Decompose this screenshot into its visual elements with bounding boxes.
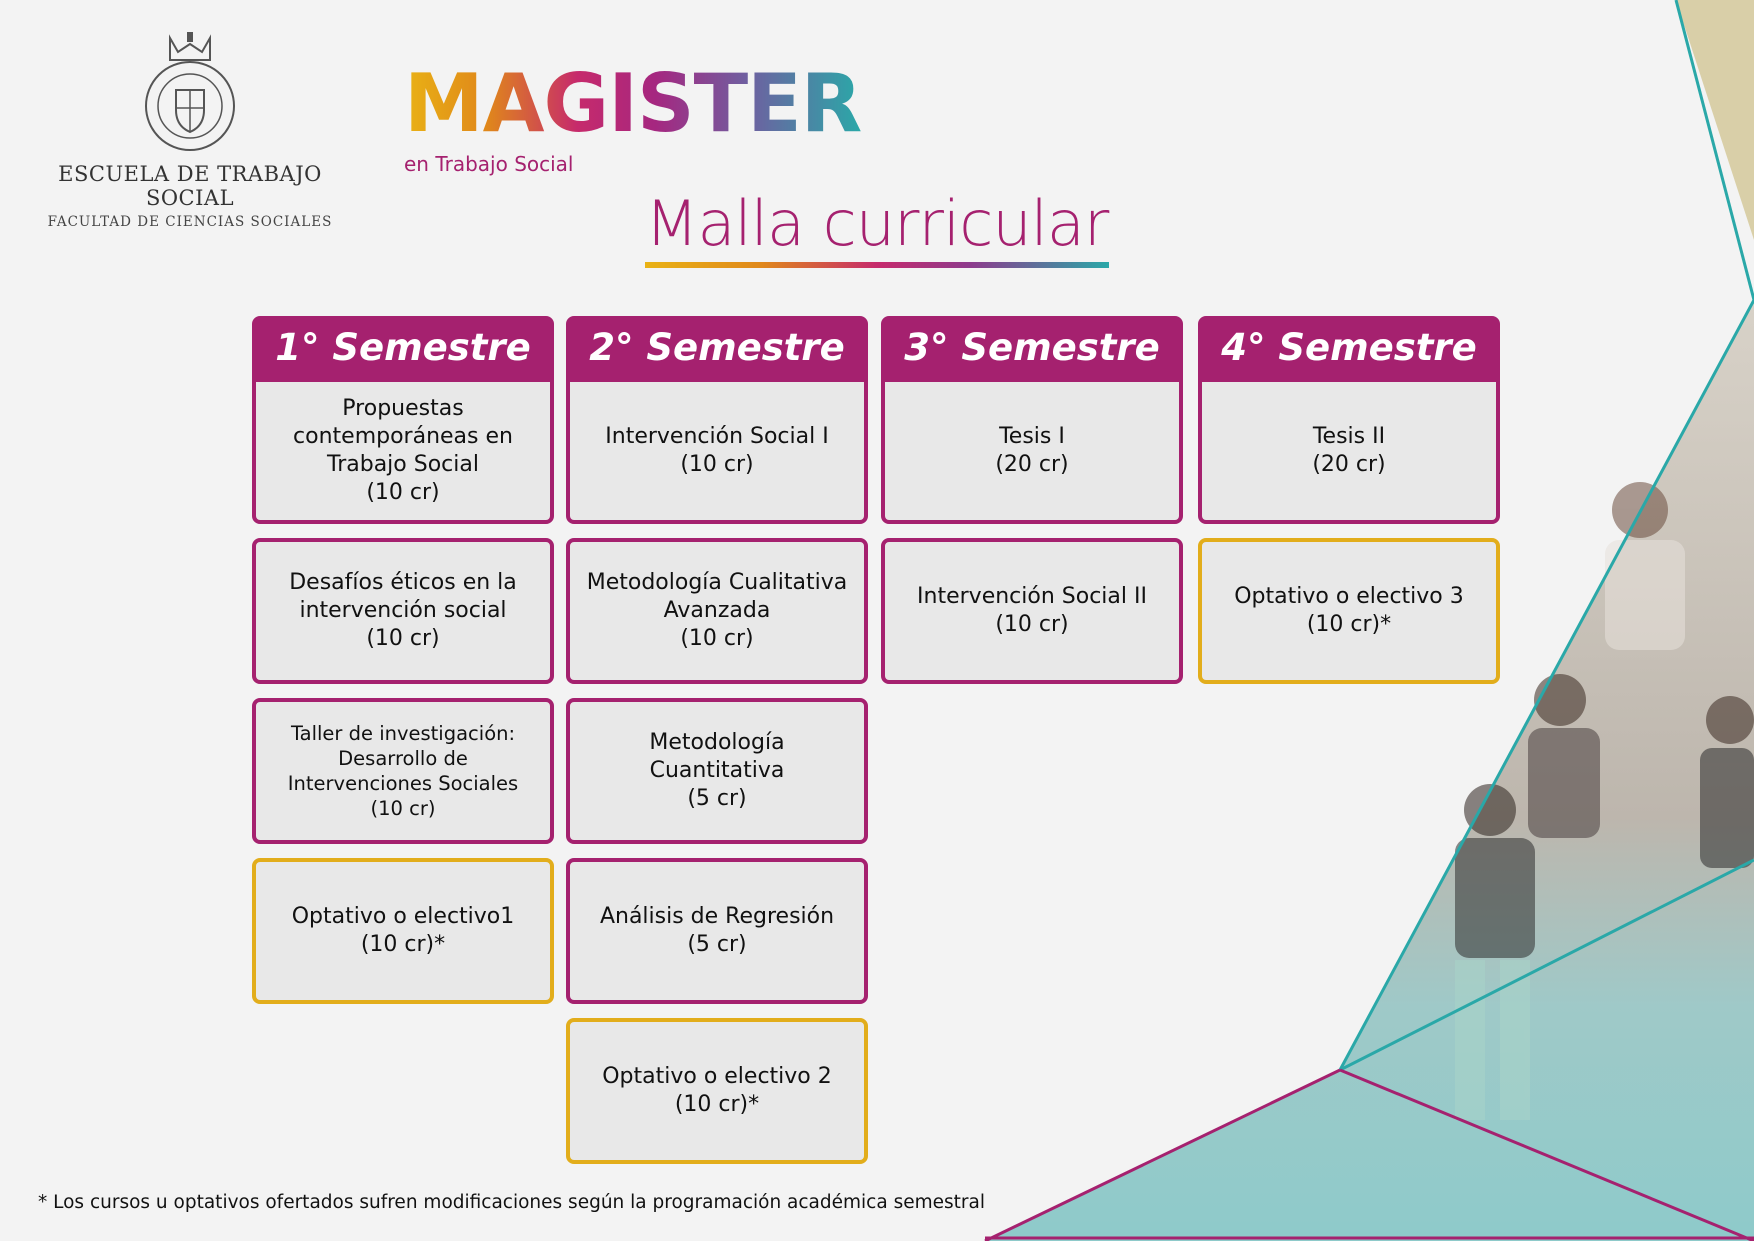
course-name: Tesis II — [1312, 424, 1386, 449]
title-underline — [645, 262, 1109, 268]
semester-column-4: 4° Semestre Tesis II (20 cr) Optativo o e… — [1198, 316, 1500, 684]
course-name: Taller de investigación: Desarrollo de I… — [287, 722, 519, 795]
university-logo: ESCUELA DE TRABAJO SOCIAL FACULTAD DE CI… — [30, 30, 350, 230]
course-credits: (10 cr) — [680, 626, 754, 651]
semester-column-2: 2° Semestre Intervención Social I (10 cr)… — [566, 316, 868, 1164]
faculty-name: FACULTAD DE CIENCIAS SOCIALES — [47, 214, 333, 230]
course-credits: (10 cr) — [680, 452, 754, 477]
course-card: Intervención Social II (10 cr) — [881, 538, 1183, 684]
semester-header: 3° Semestre — [881, 316, 1183, 378]
elective-course-card: Optativo o electivo 3 (10 cr)* — [1198, 538, 1500, 684]
course-credits: (10 cr) — [366, 480, 440, 505]
course-card: Taller de investigación: Desarrollo de I… — [252, 698, 554, 844]
course-credits: (20 cr) — [1312, 452, 1386, 477]
course-name: Intervención Social II — [917, 584, 1147, 609]
course-name: Análisis de Regresión — [599, 904, 835, 929]
course-name: Intervención Social I — [605, 424, 829, 449]
course-card: Desafíos éticos en la intervención socia… — [252, 538, 554, 684]
course-name: Metodología Cualitativa Avanzada — [586, 570, 848, 623]
course-credits: (10 cr) — [366, 626, 440, 651]
course-name: Tesis I — [999, 424, 1065, 449]
course-name: Desafíos éticos en la intervención socia… — [289, 570, 517, 623]
course-card: Metodología Cualitativa Avanzada (10 cr) — [566, 538, 868, 684]
course-credits: (10 cr)* — [674, 1092, 760, 1117]
course-card: Tesis I (20 cr) — [881, 378, 1183, 524]
course-card: Análisis de Regresión (5 cr) — [566, 858, 868, 1004]
elective-course-card: Optativo o electivo1 (10 cr)* — [252, 858, 554, 1004]
course-name: Optativo o electivo 3 — [1234, 584, 1464, 609]
semester-header: 4° Semestre — [1198, 316, 1500, 378]
course-credits: (10 cr) — [995, 612, 1069, 637]
university-seal-icon — [145, 32, 235, 151]
course-name: Metodología Cuantitativa — [649, 730, 785, 783]
course-card: Propuestas contemporáneas en Trabajo Soc… — [252, 378, 554, 524]
brand-subtitle: en Trabajo Social — [404, 152, 574, 176]
elective-course-card: Optativo o electivo 2 (10 cr)* — [566, 1018, 868, 1164]
course-name: Propuestas contemporáneas en Trabajo Soc… — [293, 396, 513, 477]
course-credits: (10 cr) — [370, 797, 436, 820]
school-name: ESCUELA DE TRABAJO SOCIAL — [58, 162, 322, 210]
brand-title: MAGISTER — [404, 57, 862, 150]
course-credits: (5 cr) — [687, 786, 747, 811]
semester-header: 1° Semestre — [252, 316, 554, 378]
course-credits: (5 cr) — [687, 932, 747, 957]
program-brand: MAGISTER en Trabajo Social — [404, 57, 862, 177]
footnote: * Los cursos u optativos ofertados sufre… — [38, 1192, 985, 1213]
semester-column-3: 3° Semestre Tesis I (20 cr) Intervención … — [881, 316, 1183, 684]
course-name: Optativo o electivo1 — [291, 904, 515, 929]
course-card: Metodología Cuantitativa (5 cr) — [566, 698, 868, 844]
course-credits: (20 cr) — [995, 452, 1069, 477]
course-card: Intervención Social I (10 cr) — [566, 378, 868, 524]
course-name: Optativo o electivo 2 — [602, 1064, 832, 1089]
course-credits: (10 cr)* — [360, 932, 446, 957]
course-card: Tesis II (20 cr) — [1198, 378, 1500, 524]
semester-column-1: 1° Semestre Propuestas contemporáneas en… — [252, 316, 554, 1004]
course-credits: (10 cr)* — [1306, 612, 1392, 637]
semester-header: 2° Semestre — [566, 316, 868, 378]
page-heading: Malla curricular — [645, 188, 1109, 268]
page-title: Malla curricular — [645, 187, 1109, 260]
